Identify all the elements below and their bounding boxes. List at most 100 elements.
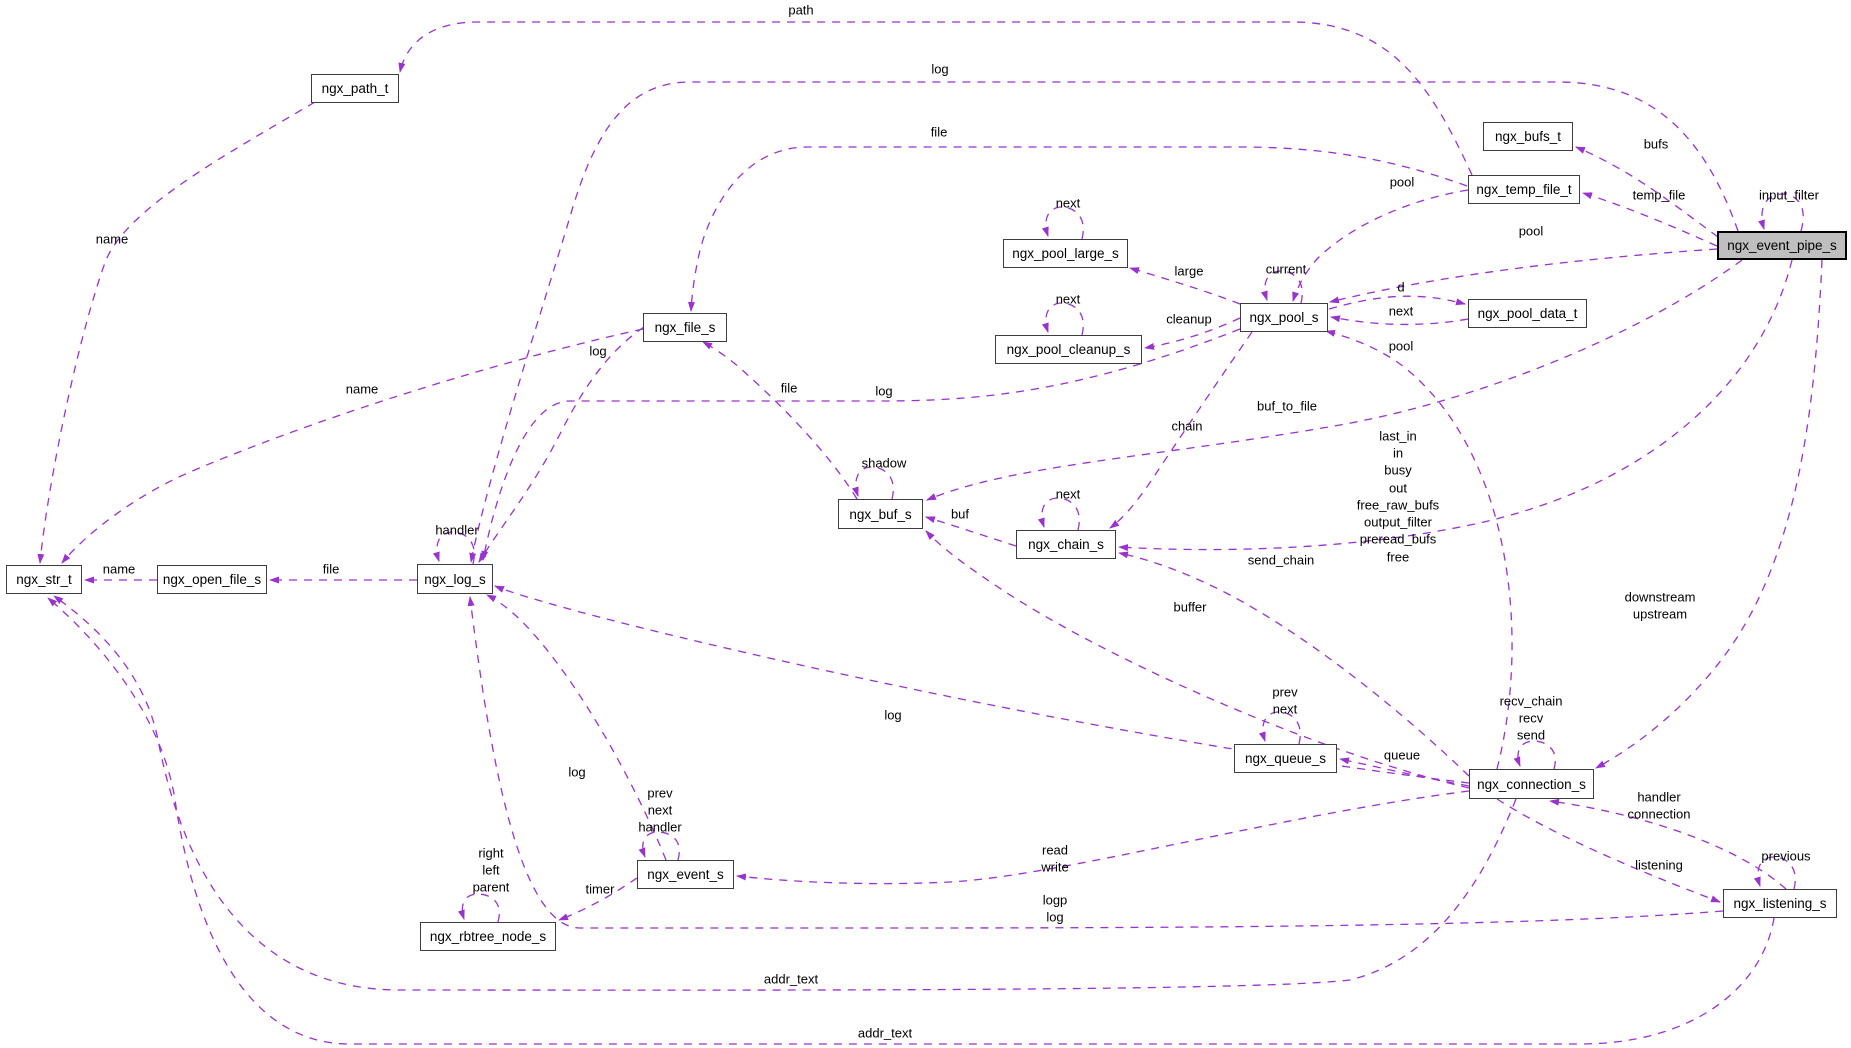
- edge-log-conn: [494, 585, 1470, 784]
- node-ngx-open-file-s[interactable]: ngx_open_file_s: [157, 565, 267, 594]
- edge-pool-pipe-label: pool: [1519, 223, 1544, 238]
- edge-buf-label: buf: [951, 506, 969, 521]
- edge-send-chain: [1118, 551, 1470, 777]
- node-ngx-pool-large-s[interactable]: ngx_pool_large_s: [1003, 239, 1128, 268]
- edge-pipe-chain-label: preread_bufs: [1360, 531, 1437, 546]
- edge-down-up-label: upstream: [1633, 606, 1687, 621]
- edge-pipe-chain-label: output_filter: [1364, 514, 1433, 529]
- edge-pool-pipe: [1329, 248, 1718, 304]
- edge-next-large: [1041, 206, 1084, 240]
- edge-buffer-label: buffer: [1173, 599, 1207, 614]
- edge-addrtext-conn-label: addr_text: [764, 971, 819, 986]
- edge-next-chain-label: next: [1056, 486, 1081, 501]
- edge-pool-conn: [1325, 329, 1513, 770]
- edge-read-write-label: read: [1042, 842, 1068, 857]
- edge-next-chain: [1037, 497, 1080, 531]
- edge-queue-label: queue: [1384, 747, 1420, 762]
- node-ngx-temp-file-t[interactable]: ngx_temp_file_t: [1468, 175, 1580, 204]
- edge-log-conn-label: log: [884, 707, 901, 722]
- edge-next-data: [1330, 315, 1469, 326]
- edge-buf-to-file-label: buf_to_file: [1257, 398, 1317, 413]
- node-ngx-pool-s[interactable]: ngx_pool_s: [1240, 303, 1328, 332]
- edge-log-pipe-label: log: [931, 61, 948, 76]
- edge-recv-send-label: recv_chain: [1500, 693, 1563, 708]
- edge-cleanup-label: cleanup: [1166, 311, 1212, 326]
- edge-bufs-label: bufs: [1644, 136, 1669, 151]
- edge-pipe-chain-label: in: [1393, 445, 1403, 460]
- edge-logp-log-label: logp: [1043, 892, 1068, 907]
- edge-prev-next-q-label: prev: [1272, 684, 1298, 699]
- edge-addrtext-conn: [53, 595, 1517, 991]
- edge-logp-log-label: log: [1046, 909, 1063, 924]
- node-ngx-pool-cleanup-s[interactable]: ngx_pool_cleanup_s: [995, 335, 1142, 364]
- edge-path-label: path: [788, 2, 813, 17]
- edge-log-pool-label: log: [875, 383, 892, 398]
- edge-pipe-chain-label: free_raw_bufs: [1357, 497, 1440, 512]
- edge-log-event: [486, 594, 667, 861]
- edge-next-data-label: next: [1389, 303, 1414, 318]
- edge-pipe-chain-label: free: [1387, 549, 1409, 564]
- node-ngx-listening-s[interactable]: ngx_listening_s: [1723, 889, 1837, 918]
- edge-log-pool: [481, 328, 1241, 561]
- node-ngx-chain-s[interactable]: ngx_chain_s: [1016, 530, 1116, 559]
- edge-name-path: [37, 101, 316, 564]
- node-ngx-queue-s[interactable]: ngx_queue_s: [1234, 744, 1337, 773]
- node-ngx-connection-s[interactable]: ngx_connection_s: [1469, 769, 1594, 799]
- edge-file-temp-label: file: [931, 124, 948, 139]
- node-ngx-event-s[interactable]: ngx_event_s: [637, 860, 734, 889]
- edge-pool-temp-label: pool: [1390, 174, 1415, 189]
- edge-pnh-event-label: handler: [638, 819, 682, 834]
- edge-prev-next-q-label: next: [1273, 701, 1298, 716]
- node-ngx-log-s[interactable]: ngx_log_s: [417, 564, 493, 594]
- edge-buf: [925, 516, 1017, 547]
- edge-handler-conn-label: connection: [1628, 806, 1691, 821]
- node-ngx-pool-data-t[interactable]: ngx_pool_data_t: [1468, 299, 1587, 328]
- edge-pipe-chain-label: last_in: [1379, 428, 1417, 443]
- edge-handler-log: [432, 531, 475, 565]
- edge-temp-file: [1582, 192, 1718, 247]
- edge-current: [1260, 270, 1303, 304]
- edge-pnh-event-label: prev: [647, 785, 673, 800]
- edge-current-label: current: [1266, 261, 1307, 276]
- edge-input-filter-label: input_filter: [1759, 187, 1820, 202]
- edge-handler-conn: [1549, 798, 1787, 890]
- edge-next-large-label: next: [1056, 195, 1081, 210]
- edge-previous-label: previous: [1761, 848, 1811, 863]
- edge-name-path-label: name: [96, 231, 129, 246]
- edge-file-buf: [702, 341, 858, 500]
- node-ngx-str-t[interactable]: ngx_str_t: [6, 565, 82, 594]
- edge-path: [398, 21, 1473, 176]
- node-ngx-path-t[interactable]: ngx_path_t: [311, 74, 399, 103]
- edge-file-buf-label: file: [781, 380, 798, 395]
- edge-handler-conn-label: handler: [1637, 789, 1681, 804]
- node-ngx-rbtree-node-s[interactable]: ngx_rbtree_node_s: [420, 922, 556, 951]
- edge-rlp-rbtree-label: parent: [473, 879, 510, 894]
- edge-log-pipe: [469, 81, 1739, 563]
- edge-file-log-label: file: [323, 561, 340, 576]
- edge-addrtext-lst: [47, 597, 1775, 1045]
- node-ngx-event-pipe-s[interactable]: ngx_event_pipe_s: [1717, 231, 1847, 260]
- node-ngx-buf-s[interactable]: ngx_buf_s: [838, 499, 923, 529]
- edge-bufs: [1575, 146, 1719, 238]
- edge-name-file: [61, 328, 644, 564]
- node-ngx-bufs-t[interactable]: ngx_bufs_t: [1483, 122, 1573, 151]
- edge-file-temp: [687, 146, 1468, 312]
- edge-input-filter: [1758, 193, 1804, 232]
- edge-log-file: [478, 326, 645, 563]
- edge-down-up-label: downstream: [1625, 589, 1696, 604]
- edge-rlp-rbtree: [457, 893, 500, 923]
- edge-chain-label: chain: [1171, 418, 1202, 433]
- edge-rlp-rbtree-label: left: [482, 862, 500, 877]
- edge-send-chain-label: send_chain: [1248, 552, 1315, 567]
- edge-large-label: large: [1175, 263, 1204, 278]
- edge-pipe-chain: [1118, 259, 1793, 552]
- edge-read-write-label: write: [1040, 859, 1068, 874]
- edge-queue: [1339, 757, 1470, 787]
- edge-recv-send-label: recv: [1519, 710, 1544, 725]
- node-ngx-file-s[interactable]: ngx_file_s: [643, 313, 727, 342]
- edge-handler-log-label: handler: [435, 522, 479, 537]
- edge-next-cleanup-label: next: [1056, 291, 1081, 306]
- edge-timer: [558, 877, 638, 921]
- edge-d: [1328, 295, 1466, 310]
